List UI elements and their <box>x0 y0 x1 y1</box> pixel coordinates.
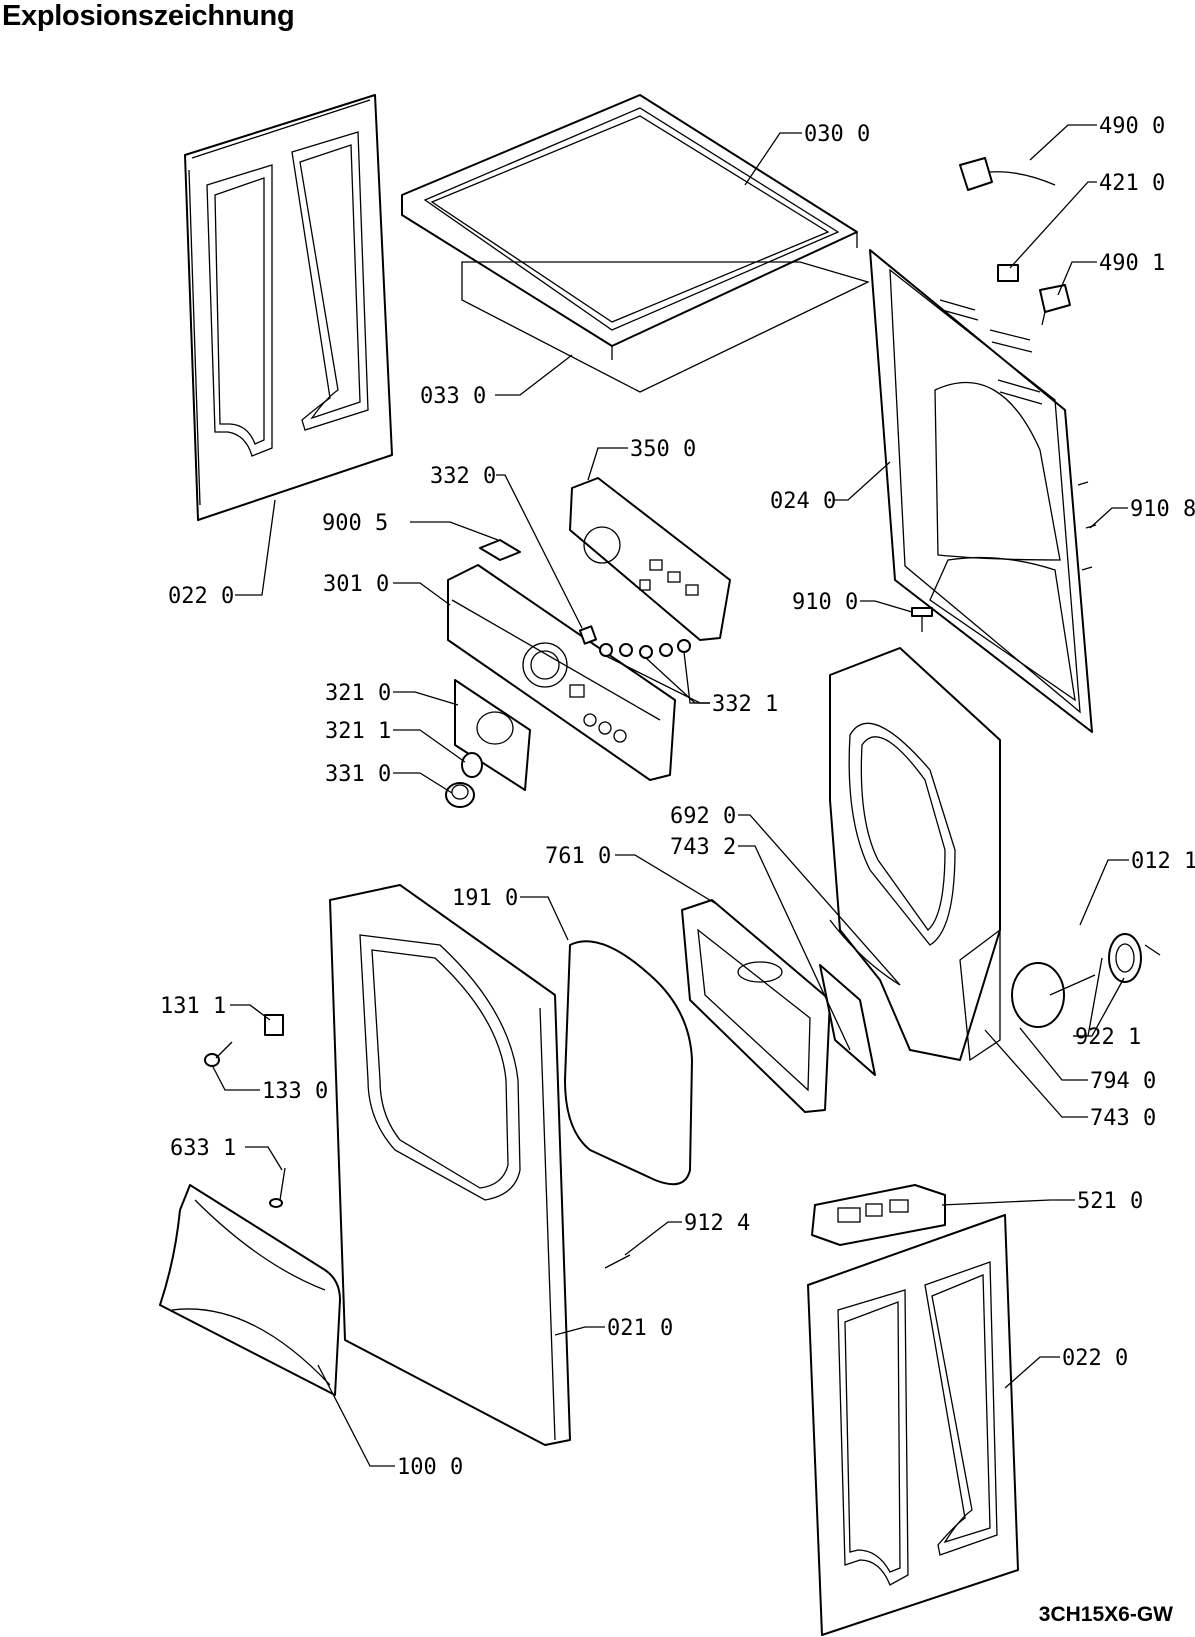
callout-191-0: 191 0 <box>452 886 518 911</box>
side-panel-right <box>807 1214 1019 1636</box>
callout-910-0: 910 0 <box>792 590 858 615</box>
power-cord <box>959 157 1056 191</box>
callout-021-0: 021 0 <box>607 1316 673 1341</box>
callout-131-1: 131 1 <box>160 994 226 1019</box>
callout-350-0: 350 0 <box>630 437 696 462</box>
screws-910-8 <box>1077 481 1097 571</box>
hinge-pin <box>204 1041 233 1067</box>
callout-321-1: 321 1 <box>325 719 391 744</box>
lint-filter <box>681 899 831 1113</box>
callout-490-0: 490 0 <box>1099 114 1165 139</box>
front-shield-assembly <box>829 647 1001 1062</box>
callout-012-1: 012 1 <box>1131 849 1195 874</box>
door-seal <box>564 940 693 1186</box>
callout-332-1: 332 1 <box>712 692 778 717</box>
program-knob <box>445 782 475 808</box>
drive-belt-ring <box>1011 962 1065 1028</box>
knob-ring <box>461 752 483 778</box>
back-panel <box>869 249 1093 733</box>
control-panel-fascia <box>447 564 676 781</box>
front-panel <box>329 884 571 1446</box>
push-buttons <box>578 625 691 659</box>
hose-seal <box>829 919 901 986</box>
control-board <box>569 477 731 641</box>
callout-900-5: 900 5 <box>322 511 388 536</box>
leader-lines <box>211 124 1129 1467</box>
door-catch <box>269 1167 286 1208</box>
fan-wheel <box>1108 933 1142 983</box>
screw-912-4 <box>604 1254 631 1269</box>
top-cover <box>401 94 870 393</box>
callout-133-0: 133 0 <box>262 1079 328 1104</box>
callout-labels: 030 0 490 0 421 0 490 1 033 0 350 0 332 … <box>160 114 1195 1480</box>
callout-022-0b: 022 0 <box>1062 1346 1128 1371</box>
callout-490-1: 490 1 <box>1099 251 1165 276</box>
side-panel-left <box>184 94 393 521</box>
gasket-strip <box>819 964 876 1076</box>
callout-922-1: 922 1 <box>1075 1025 1141 1050</box>
callout-910-8: 910 8 <box>1130 497 1195 522</box>
callout-633-1: 633 1 <box>170 1136 236 1161</box>
callout-022-0a: 022 0 <box>168 584 234 609</box>
callout-692-0: 692 0 <box>670 804 736 829</box>
callout-743-0: 743 0 <box>1090 1106 1156 1131</box>
fixing-screw <box>1144 944 1161 956</box>
callout-761-0: 761 0 <box>545 844 611 869</box>
shaft <box>1049 974 1096 996</box>
diagram-title: Explosionszeichnung <box>2 0 295 32</box>
model-code: 3CH15X6-GW <box>1038 1603 1173 1626</box>
callout-321-0: 321 0 <box>325 681 391 706</box>
callout-332-0: 332 0 <box>430 464 496 489</box>
callout-912-4: 912 4 <box>684 1211 750 1236</box>
bracket-clip <box>479 539 521 561</box>
callout-521-0: 521 0 <box>1077 1189 1143 1214</box>
screw-910-0 <box>911 607 933 632</box>
callout-033-0: 033 0 <box>420 384 486 409</box>
connector-block <box>997 264 1019 282</box>
callout-421-0: 421 0 <box>1099 171 1165 196</box>
program-knob-plate <box>454 679 531 791</box>
callout-100-0: 100 0 <box>397 1455 463 1480</box>
filter-choke <box>1039 284 1071 326</box>
callout-794-0: 794 0 <box>1090 1069 1156 1094</box>
callout-030-0: 030 0 <box>804 122 870 147</box>
callout-024-0: 024 0 <box>770 489 836 514</box>
door <box>159 1184 341 1396</box>
callout-301-0: 301 0 <box>323 572 389 597</box>
electronic-module <box>811 1184 946 1246</box>
callout-331-0: 331 0 <box>325 762 391 787</box>
callout-743-2: 743 2 <box>670 835 736 860</box>
